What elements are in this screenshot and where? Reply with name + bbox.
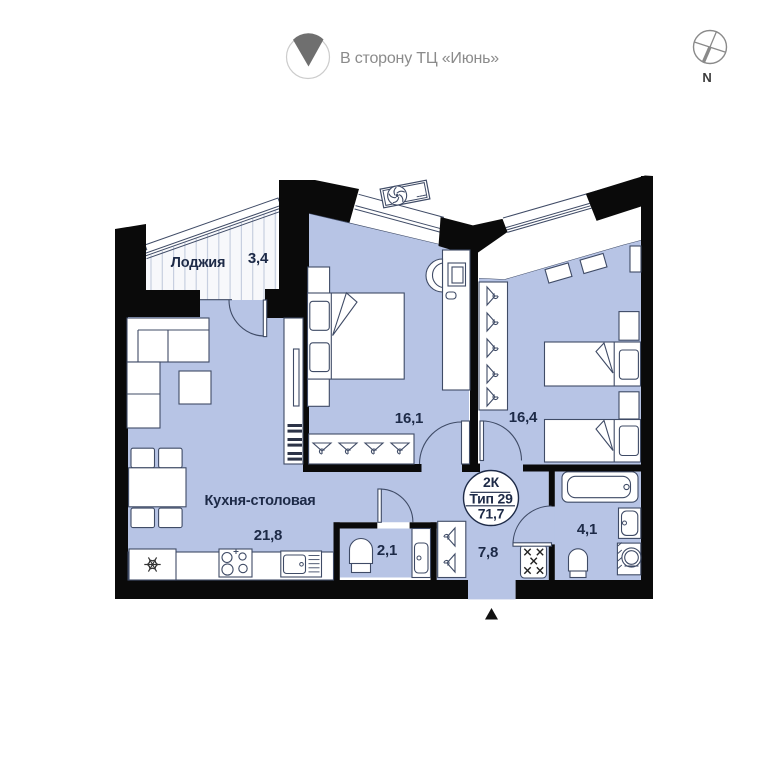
svg-text:2К: 2К <box>483 474 500 490</box>
svg-text:7,8: 7,8 <box>478 544 498 561</box>
svg-text:71,7: 71,7 <box>478 506 505 522</box>
svg-text:2,1: 2,1 <box>377 542 397 559</box>
svg-text:Тип 29: Тип 29 <box>469 491 513 507</box>
svg-text:В сторону ТЦ «Июнь»: В сторону ТЦ «Июнь» <box>340 50 499 67</box>
svg-text:Лоджия: Лоджия <box>171 255 226 271</box>
svg-text:21,8: 21,8 <box>254 527 282 544</box>
svg-text:16,1: 16,1 <box>395 410 423 427</box>
svg-text:16,4: 16,4 <box>509 409 538 426</box>
svg-text:4,1: 4,1 <box>577 521 597 538</box>
svg-text:N: N <box>702 70 711 85</box>
svg-text:Кухня-столовая: Кухня-столовая <box>205 493 316 509</box>
svg-text:3,4: 3,4 <box>248 250 269 267</box>
